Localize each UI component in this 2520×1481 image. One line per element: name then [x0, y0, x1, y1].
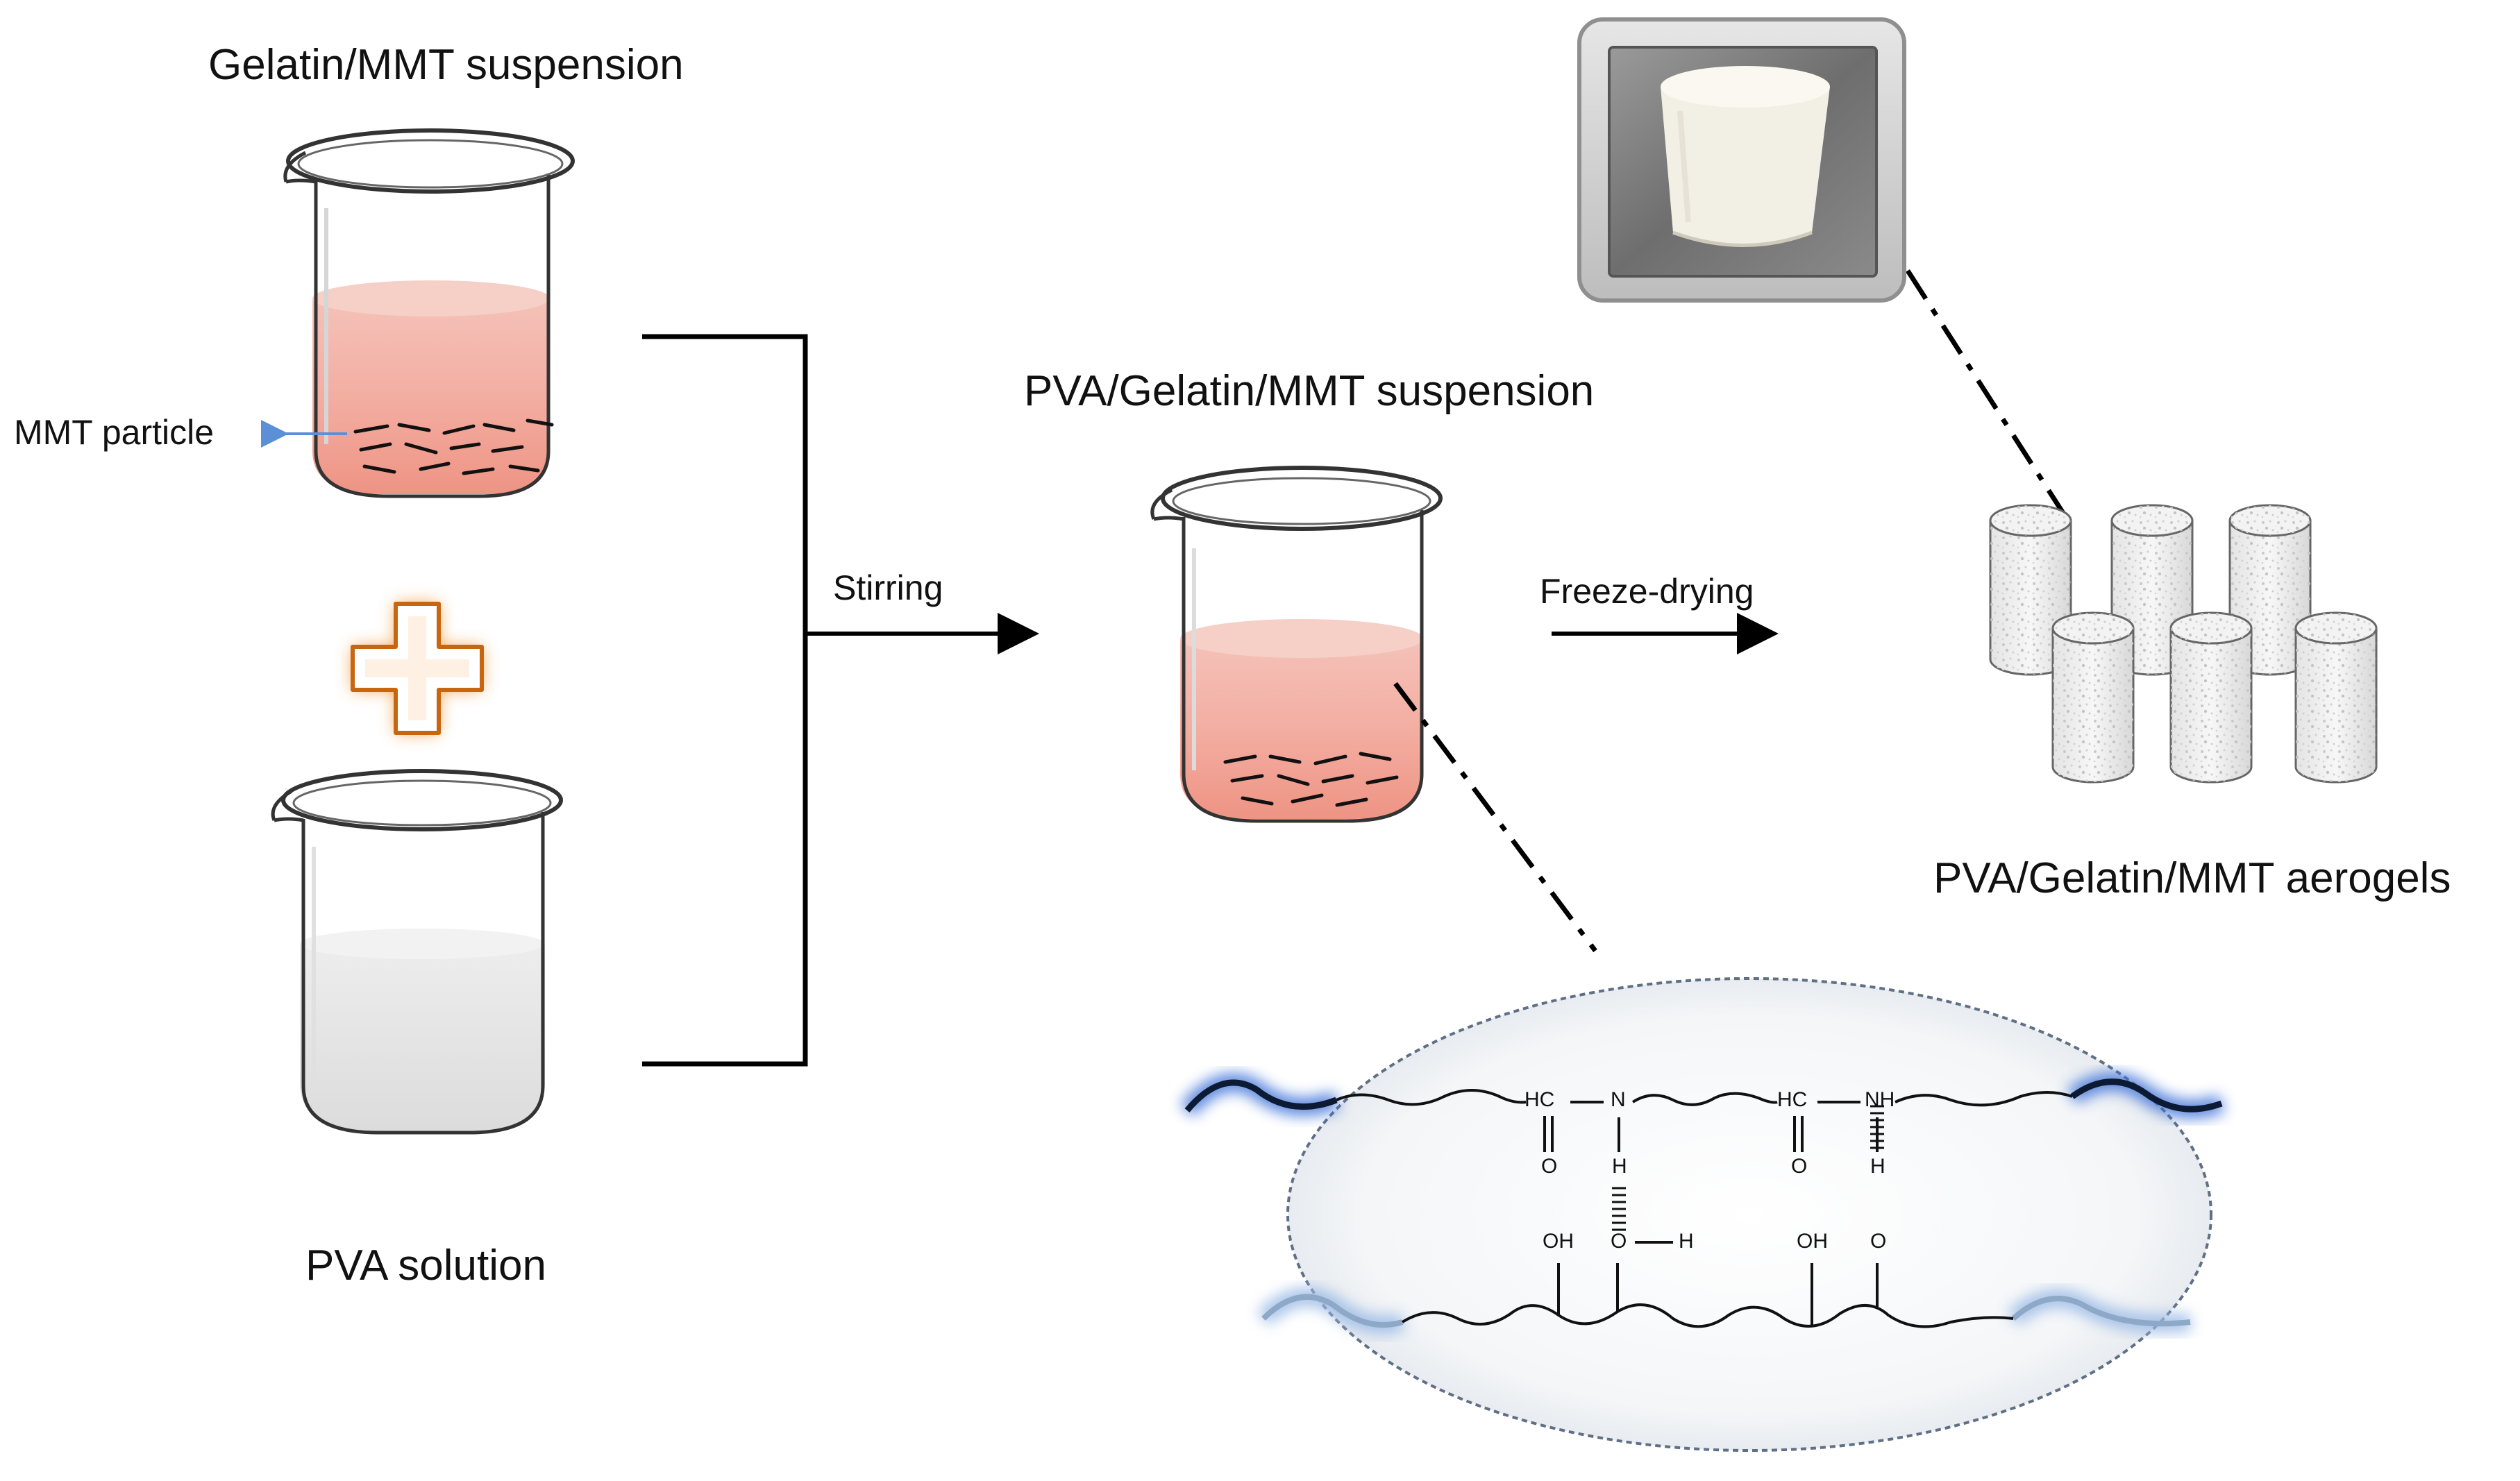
aerogels-label: PVA/Gelatin/MMT aerogels — [1933, 854, 2451, 902]
pva-backbone — [1401, 1241, 2014, 1328]
aerogel-cylinders — [1989, 504, 2378, 784]
gelatin-suspension-label: Gelatin/MMT suspension — [208, 41, 684, 89]
hydrogen-bonds — [1612, 1105, 1884, 1231]
pva-hydrogen-2: H — [1679, 1230, 1694, 1253]
freeze-drying-label: Freeze-drying — [1540, 572, 1754, 611]
hydrogen-bond-zoom — [1286, 977, 2212, 1452]
bridge-hydrogen-1: H — [1612, 1155, 1627, 1178]
amide-carbon-1: HC — [1524, 1088, 1555, 1111]
mixed-suspension-label: PVA/Gelatin/MMT suspension — [1024, 367, 1595, 415]
mmt-particles — [353, 418, 554, 475]
bridge-hydrogen-2: H — [1870, 1155, 1885, 1178]
aerogel-photo — [1577, 17, 1906, 303]
pva-hydroxyl-1: OH — [1543, 1230, 1574, 1253]
aerogel-cylinder-icon — [2051, 611, 2135, 784]
stirring-label: Stirring — [833, 568, 943, 607]
mmt-particles-mixed — [1223, 752, 1399, 807]
amide-carbon-2: HC — [1777, 1088, 1808, 1111]
gelatin-beaker — [283, 128, 575, 498]
aerogel-cylinder-icon — [2294, 611, 2378, 784]
aerogel-cylinder-icon — [2228, 504, 2312, 676]
carbonyl-oxygen-2: O — [1791, 1155, 1808, 1178]
mmt-particle-label: MMT particle — [14, 413, 215, 452]
aerogel-cylinder-icon — [1989, 504, 2072, 676]
mixed-beaker — [1150, 466, 1443, 823]
plus-icon — [351, 602, 484, 735]
gelatin-chain-ends — [1180, 1072, 2225, 1119]
zoom-leader-line — [1393, 682, 1597, 953]
pva-oxygen-4: O — [1870, 1230, 1887, 1253]
pva-hydroxyl-3: OH — [1797, 1230, 1828, 1253]
aerogel-cylinder-icon — [2169, 611, 2253, 784]
photo-leader-line — [1906, 269, 2072, 525]
pva-beaker — [271, 769, 563, 1135]
amide-nitrogen-1: N — [1611, 1088, 1626, 1111]
merge-bracket — [642, 334, 808, 1067]
pva-solution-label: PVA solution — [305, 1242, 546, 1289]
amide-nitrogen-2: NH — [1865, 1088, 1895, 1111]
carbonyl-oxygen-1: O — [1541, 1155, 1558, 1178]
pva-oxygen-2: O — [1611, 1230, 1627, 1253]
pva-chain-ends — [1257, 1287, 2192, 1335]
